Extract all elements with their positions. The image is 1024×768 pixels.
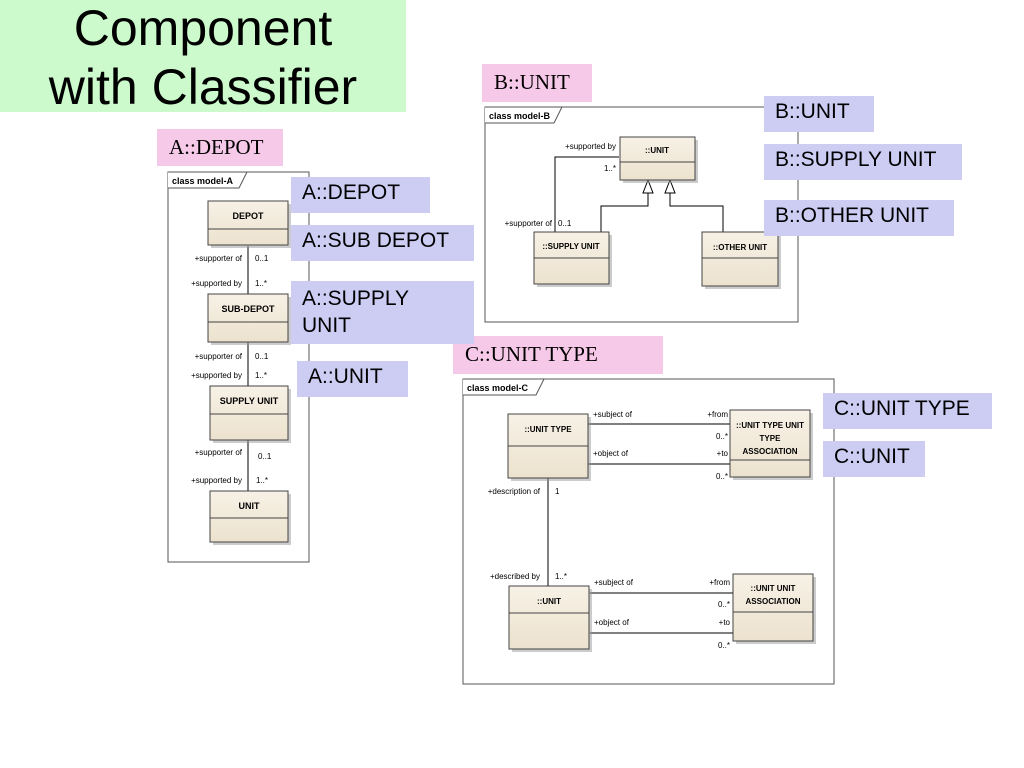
role-label: +subject of [594,578,634,587]
class-a-unit: UNIT [209,490,291,545]
class-c-unit-type-association: ::UNIT TYPE UNIT TYPE ASSOCIATION [729,409,813,480]
svg-text:::UNIT: ::UNIT [645,146,669,155]
callout-b-supply-unit: B::SUPPLY UNIT [764,144,962,180]
model-c-roles: +subject of +from 0..* +object of +to 0.… [488,410,731,650]
callout-a-depot: A::DEPOT [291,177,430,213]
svg-text:::UNIT UNIT: ::UNIT UNIT [751,584,796,593]
model-c-frame-label: class model-C [467,383,529,393]
callout-b-unit: B::UNIT [764,96,874,132]
title-line-1: Component [73,0,333,56]
role-label: +supporter of [195,448,243,457]
multiplicity-label: 0..1 [255,254,269,263]
class-c-unit-type: ::UNIT TYPE [507,413,591,481]
role-label: +supported by [565,142,616,151]
model-b-frame-label: class model-B [489,111,551,121]
multiplicity-label: 1..* [256,476,268,485]
role-label: +from [707,410,728,419]
role-label: +supported by [191,371,242,380]
role-label: +description of [488,487,541,496]
multiplicity-label: 1 [555,487,560,496]
svg-text:::SUPPLY UNIT: ::SUPPLY UNIT [542,242,599,251]
slide-title: Component with Classifier [0,0,406,112]
svg-text:TYPE: TYPE [760,434,782,443]
title-line-2: with Classifier [48,59,358,115]
role-label: +to [719,618,731,627]
model-a-roles: +supporter of 0..1 +supported by 1..* +s… [191,254,272,485]
multiplicity-label: 1..* [255,279,267,288]
multiplicity-label: 0..* [716,472,728,481]
multiplicity-label: 1..* [555,572,567,581]
class-a-sub-depot: SUB-DEPOT [207,293,291,345]
role-label: +supporter of [505,219,553,228]
callout-b-other-unit: B::OTHER UNIT [764,200,954,236]
callout-a-unit: A::UNIT [297,361,408,397]
multiplicity-label: 0..* [716,432,728,441]
multiplicity-label: 0..* [718,600,730,609]
svg-text:SUPPLY UNIT: SUPPLY UNIT [220,396,279,406]
callout-a-sub-depot: A::SUB DEPOT [291,225,474,261]
class-b-unit: ::UNIT [619,136,698,183]
callout-c-unit: C::UNIT [823,441,925,477]
model-a-frame-label: class model-A [172,176,234,186]
multiplicity-label: 0..1 [258,452,272,461]
class-a-supply-unit: SUPPLY UNIT [209,385,291,443]
header-c-unit-type: C::UNIT TYPE [453,336,663,374]
multiplicity-label: 1..* [255,371,267,380]
svg-text:UNIT: UNIT [239,501,260,511]
svg-text:::UNIT TYPE UNIT: ::UNIT TYPE UNIT [736,421,804,430]
svg-text:ASSOCIATION: ASSOCIATION [743,447,798,456]
svg-text:DEPOT: DEPOT [232,211,264,221]
header-b-unit: B::UNIT [482,64,592,102]
multiplicity-label: 1..* [604,164,616,173]
svg-text:SUB-DEPOT: SUB-DEPOT [221,304,275,314]
callout-a-supply-unit: A::SUPPLY UNIT [291,281,474,344]
role-label: +described by [490,572,540,581]
role-label: +from [709,578,730,587]
svg-text:::UNIT: ::UNIT [537,597,561,606]
header-a-depot: A::DEPOT [157,129,283,166]
multiplicity-label: 0..1 [558,219,572,228]
svg-text:::OTHER UNIT: ::OTHER UNIT [713,243,767,252]
class-b-supply-unit: ::SUPPLY UNIT [533,231,612,287]
role-label: +to [717,449,729,458]
role-label: +supported by [191,476,242,485]
model-b-roles: +supported by 1..* +supporter of 0..1 [505,142,616,228]
multiplicity-label: 0..* [718,641,730,650]
role-label: +supporter of [195,352,243,361]
class-c-unit: ::UNIT [508,585,592,652]
class-c-unit-unit-association: ::UNIT UNIT ASSOCIATION [732,573,816,644]
role-label: +object of [593,449,629,458]
svg-text:::UNIT TYPE: ::UNIT TYPE [524,425,572,434]
svg-text:ASSOCIATION: ASSOCIATION [746,597,801,606]
role-label: +supporter of [195,254,243,263]
role-label: +subject of [593,410,633,419]
role-label: +supported by [191,279,242,288]
role-label: +object of [594,618,630,627]
class-b-other-unit: ::OTHER UNIT [701,231,781,289]
class-a-depot: DEPOT [207,200,291,248]
callout-c-unit-type: C::UNIT TYPE [823,393,992,429]
multiplicity-label: 0..1 [255,352,269,361]
